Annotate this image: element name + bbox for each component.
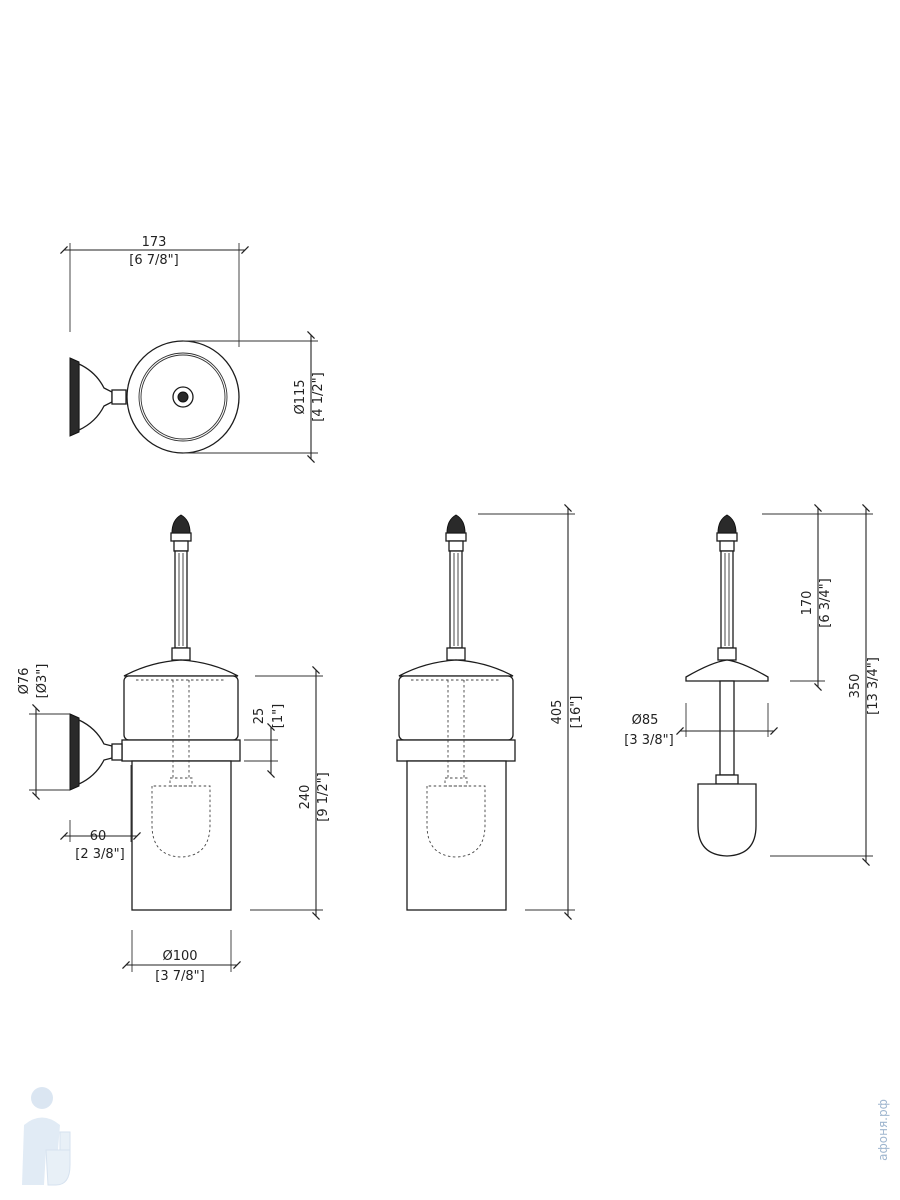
- dim-405-mm: 405: [550, 700, 565, 725]
- dim-240-mm: 240: [298, 785, 313, 810]
- handle-knob: [446, 647, 466, 661]
- brush-handle: [449, 550, 463, 649]
- holder-collar: [121, 739, 241, 762]
- brush-head: [697, 783, 757, 857]
- logo-head: [31, 1087, 53, 1109]
- arm-top: [111, 389, 127, 405]
- brush-shaft: [719, 680, 735, 776]
- hidden-brush-handle: [172, 680, 190, 778]
- finial-base: [719, 540, 735, 552]
- hidden-brush-head: [151, 777, 211, 858]
- finial-collar: [170, 532, 192, 542]
- dim-85-in: [3 3/8"]: [624, 733, 673, 748]
- dim-170-mm: 170: [800, 591, 815, 616]
- dim-115-in: [4 1/2"]: [311, 372, 326, 421]
- finial: [171, 514, 191, 534]
- dim-25-in: [1"]: [271, 704, 286, 728]
- wall-arm: [111, 743, 123, 761]
- holder-collar: [396, 739, 516, 762]
- hidden-brush-handle: [447, 680, 465, 778]
- glass-cup: [406, 760, 507, 911]
- wall-flange-top: [78, 362, 113, 432]
- dim-60-mm: 60: [90, 829, 107, 844]
- dim-76-in: [Ø3"]: [35, 664, 50, 699]
- holder-top-band: [123, 675, 239, 741]
- dim-240-in: [9 1/2"]: [316, 772, 331, 821]
- finial-collar: [716, 532, 738, 542]
- brush-handle: [174, 550, 188, 649]
- brush-ferrule: [715, 774, 739, 785]
- wall-plate: [69, 713, 80, 791]
- finial-base: [173, 540, 189, 552]
- logo-tank: [59, 1131, 71, 1151]
- brush-lid: [685, 659, 769, 682]
- dim-115-mm: Ø115: [293, 379, 308, 414]
- holder-inner-circle: [138, 352, 228, 442]
- brush-handle: [720, 550, 734, 649]
- dim-25-mm: 25: [252, 708, 267, 725]
- side-view-wall-mounted: Ø76 [Ø3"] 60 [2 3/8"] Ø100 [3 7/8"] 25 […: [17, 514, 331, 984]
- plumber-logo: [22, 1087, 71, 1186]
- finial-base: [448, 540, 464, 552]
- handle-knob: [171, 647, 191, 661]
- dim-350-in: [13 3/4"]: [866, 657, 881, 715]
- holder-rim-circle: [140, 354, 226, 440]
- dim-85-mm: Ø85: [632, 713, 659, 728]
- holder-top-band: [398, 675, 514, 741]
- dim-350-mm: 350: [848, 674, 863, 699]
- wall-flange: [78, 718, 113, 786]
- glass-cup: [131, 760, 232, 911]
- handle-knob: [717, 647, 737, 661]
- logo-toilet: [45, 1149, 71, 1186]
- dim-405-in: [16"]: [569, 696, 584, 729]
- dim-170-in: [6 3/4"]: [818, 578, 833, 627]
- logo-body: [22, 1117, 60, 1185]
- dim-173-in: [6 7/8"]: [129, 253, 178, 268]
- front-view: 405 [16"]: [396, 504, 584, 920]
- dim-76-mm: Ø76: [17, 668, 32, 695]
- finial: [446, 514, 466, 534]
- brush-view: Ø85 [3 3/8"] 170 [6 3/4"] 350 [13 3/4"]: [624, 504, 881, 866]
- hidden-brush-head: [426, 777, 486, 858]
- wall-plate-top: [69, 357, 80, 437]
- dim-100-mm: Ø100: [162, 949, 197, 964]
- site-watermark: афоня.рф: [876, 1099, 890, 1161]
- top-view: 173 [6 7/8"] Ø115 [4 1/2"]: [60, 235, 326, 463]
- lid: [398, 659, 514, 677]
- dim-173-mm: 173: [142, 235, 167, 250]
- finial: [717, 514, 737, 534]
- dim-100-in: [3 7/8"]: [155, 969, 204, 984]
- lid: [123, 659, 239, 677]
- dim-60-in: [2 3/8"]: [75, 847, 124, 862]
- finial-collar: [445, 532, 467, 542]
- knob-center: [177, 391, 189, 403]
